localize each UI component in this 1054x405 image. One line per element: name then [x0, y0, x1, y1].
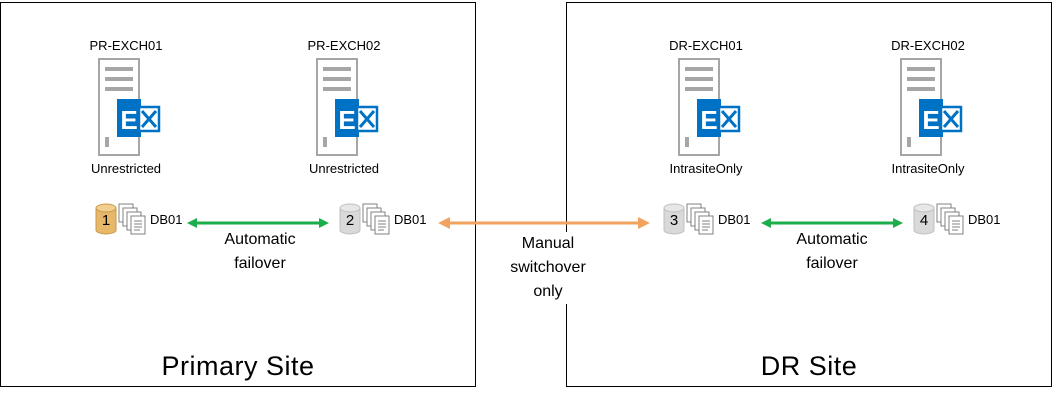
server-dr-exch02: DR-EXCH02 E IntrasiteOnly	[868, 38, 988, 176]
server-name: PR-EXCH01	[89, 38, 163, 53]
database-copy-2: 2 DB01	[338, 202, 427, 236]
dr-site-title: DR Site	[760, 351, 858, 381]
server-name: DR-EXCH02	[891, 38, 965, 53]
server-name: PR-EXCH02	[307, 38, 381, 53]
server-dr-exch01: DR-EXCH01 E IntrasiteOnly	[646, 38, 766, 176]
server-role: Unrestricted	[308, 161, 380, 176]
exchange-server-icon: E	[678, 58, 741, 156]
db-label: DB01	[150, 211, 183, 227]
cross-site-label-line3: only	[533, 283, 563, 300]
database-copy-1: 1 DB01	[94, 202, 183, 236]
exchange-server-icon: E	[900, 58, 963, 156]
dr-site-box: DR Site	[566, 2, 1052, 387]
server-pr-exch02: PR-EXCH02 E Unrestricted	[284, 38, 404, 176]
db-number: 2	[346, 212, 354, 229]
cross-site-label-line2: switchover	[510, 259, 586, 276]
exchange-server-icon: E	[98, 58, 161, 156]
cross-site-label-line1: Manual	[521, 235, 575, 252]
primary-failover-label-line2: failover	[234, 255, 286, 272]
server-name: DR-EXCH01	[669, 38, 743, 53]
server-role: IntrasiteOnly	[669, 161, 743, 176]
svg-text:E: E	[338, 105, 355, 135]
database-cylinder-icon: 3	[663, 203, 685, 235]
log-files-icon	[686, 203, 714, 235]
dr-failover-label-line2: failover	[806, 255, 858, 272]
primary-site-title: Primary Site	[161, 351, 315, 381]
db-number: 3	[670, 212, 678, 229]
database-copy-4: 4 DB01	[912, 202, 1001, 236]
database-copy-3: 3 DB01	[662, 202, 751, 236]
db-number: 4	[920, 212, 928, 229]
server-pr-exch01: PR-EXCH01 E Unrestricted	[66, 38, 186, 176]
server-role: IntrasiteOnly	[891, 161, 965, 176]
log-files-icon	[118, 203, 146, 235]
cross-site-label: Manual switchover only	[496, 232, 600, 304]
primary-failover-label: Automatic failover	[212, 228, 308, 276]
database-cylinder-icon: 2	[339, 203, 361, 235]
primary-failover-label-line1: Automatic	[224, 231, 296, 248]
svg-text:E: E	[922, 105, 939, 135]
db-label: DB01	[968, 211, 1001, 227]
database-cylinder-icon: 4	[913, 203, 935, 235]
log-files-icon	[936, 203, 964, 235]
db-number: 1	[102, 212, 110, 229]
db-label: DB01	[394, 211, 427, 227]
dr-failover-label-line1: Automatic	[796, 231, 868, 248]
exchange-server-icon: E	[316, 58, 379, 156]
primary-site-box: Primary Site	[0, 2, 476, 387]
database-cylinder-icon: 1	[95, 203, 117, 235]
svg-text:E: E	[120, 105, 137, 135]
server-role: Unrestricted	[90, 161, 162, 176]
dr-failover-label: Automatic failover	[784, 228, 880, 276]
svg-text:E: E	[700, 105, 717, 135]
log-files-icon	[362, 203, 390, 235]
db-label: DB01	[718, 211, 751, 227]
